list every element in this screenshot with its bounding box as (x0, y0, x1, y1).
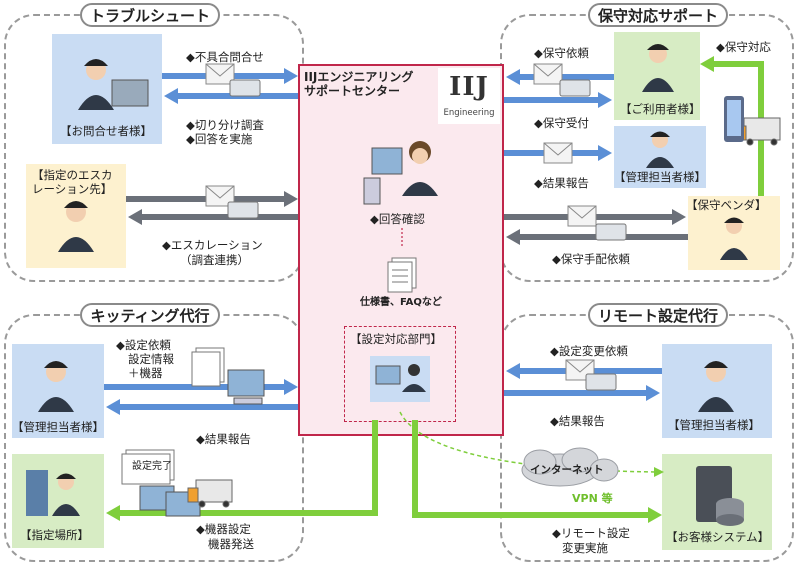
maint-admin-label: 【管理担当者様】 (614, 170, 706, 184)
kitting-ship-label-line1: ◆機器設定 (196, 522, 251, 536)
arrow-kitting-ship (106, 420, 378, 521)
remote-admin-box (662, 344, 772, 438)
kitting-request-label-line1: ◆設定依頼 (116, 338, 171, 352)
remote-exec-label-line1: ◆リモート設定 (552, 526, 630, 540)
arrow-escalation-back (128, 209, 298, 225)
isolation-label-line2: ◆回答を実施 (186, 132, 253, 146)
vpn-label: VPN 等 (572, 492, 613, 505)
docs-label: 仕様書、FAQなど (360, 297, 442, 308)
document-icon (387, 257, 417, 293)
maint-accept-label: ◆保守受付 (534, 116, 589, 130)
maint-report-label: ◆結果報告 (534, 176, 589, 190)
support-center-title-line2: サポートセンター (304, 84, 401, 98)
kitting-ship-label-line2: 機器発送 (208, 537, 254, 551)
kitting-request-label-line2: 設定情報 (128, 352, 174, 366)
fax-icon (227, 79, 627, 391)
internet-label: インターネット (530, 464, 604, 476)
settings-dept-box (344, 326, 456, 422)
kitting-done-label: 設定完了 (132, 461, 172, 472)
system-label: 【お客様システム】 (666, 530, 770, 544)
escalation-label-line1: 【指定のエスカ (32, 168, 113, 182)
vendor-label: 【保守ベンダ】 (686, 198, 767, 212)
cloud-icon (521, 447, 619, 487)
maint-handling-label: ◆保守対応 (716, 40, 771, 54)
remote-change-request-label: ◆設定変更依頼 (550, 344, 628, 358)
iij-logo-text: IIJ (449, 72, 489, 102)
phone-icon (724, 96, 744, 142)
iij-logo-sub: Engineering (443, 108, 495, 118)
settings-dept-label: 【設定対応部門】 (350, 332, 442, 346)
kitting-title: キッティング代行 (80, 303, 220, 327)
maintenance-title: 保守対応サポート (588, 3, 728, 27)
building-icon (26, 470, 48, 516)
arrow-remote-report (504, 385, 660, 401)
arrow-maint-accept (504, 92, 612, 108)
escalation-arrow-label-line1: ◆エスカレーション (162, 238, 263, 252)
operator-icon (363, 141, 438, 205)
arrow-kitting-request (104, 379, 298, 395)
escalation-label-line2: レーション先】 (32, 182, 113, 196)
arrow-maint-request (506, 69, 614, 85)
place-label: 【指定場所】 (20, 528, 89, 542)
kitting-admin-box (12, 344, 104, 438)
arrow-kitting-report (106, 399, 298, 415)
maint-arrange-label: ◆保守手配依頼 (552, 252, 630, 266)
kitting-request-label-line3: ＋機器 (128, 366, 163, 380)
envelope-icon (205, 63, 597, 381)
user-label: 【ご利用者様】 (620, 102, 701, 116)
paper-stack-icon (121, 347, 225, 485)
troubleshoot-title: トラブルシュート (80, 3, 220, 27)
remote-report-label: ◆結果報告 (550, 414, 605, 428)
remote-exec-label-line2: 変更実施 (562, 541, 608, 555)
support-center-title-line1: IIJエンジニアリング (304, 70, 414, 84)
remote-admin-label: 【管理担当者様】 (668, 418, 760, 432)
answer-confirm-label: ◆回答確認 (370, 212, 425, 226)
arrow-remote-exec (412, 420, 662, 523)
settings-staff-icon (370, 356, 430, 402)
inquirer-label: 【お問合せ者様】 (60, 124, 152, 138)
maint-request-label: ◆保守依頼 (534, 46, 589, 60)
isolation-label-line1: ◆切り分け調査 (186, 118, 264, 132)
kitting-admin-label: 【管理担当者様】 (12, 420, 104, 434)
person-icon (38, 44, 748, 516)
escalation-arrow-label-line2: （調査連携） (180, 253, 249, 267)
iij-logo: IIJ Engineering (438, 68, 500, 124)
defect-inquiry-label: ◆不具合問合せ (186, 50, 264, 64)
remote-title: リモート設定代行 (588, 303, 728, 327)
truck-icon (187, 117, 781, 508)
kitting-report-label: ◆結果報告 (196, 432, 251, 446)
server-icon (696, 466, 744, 526)
